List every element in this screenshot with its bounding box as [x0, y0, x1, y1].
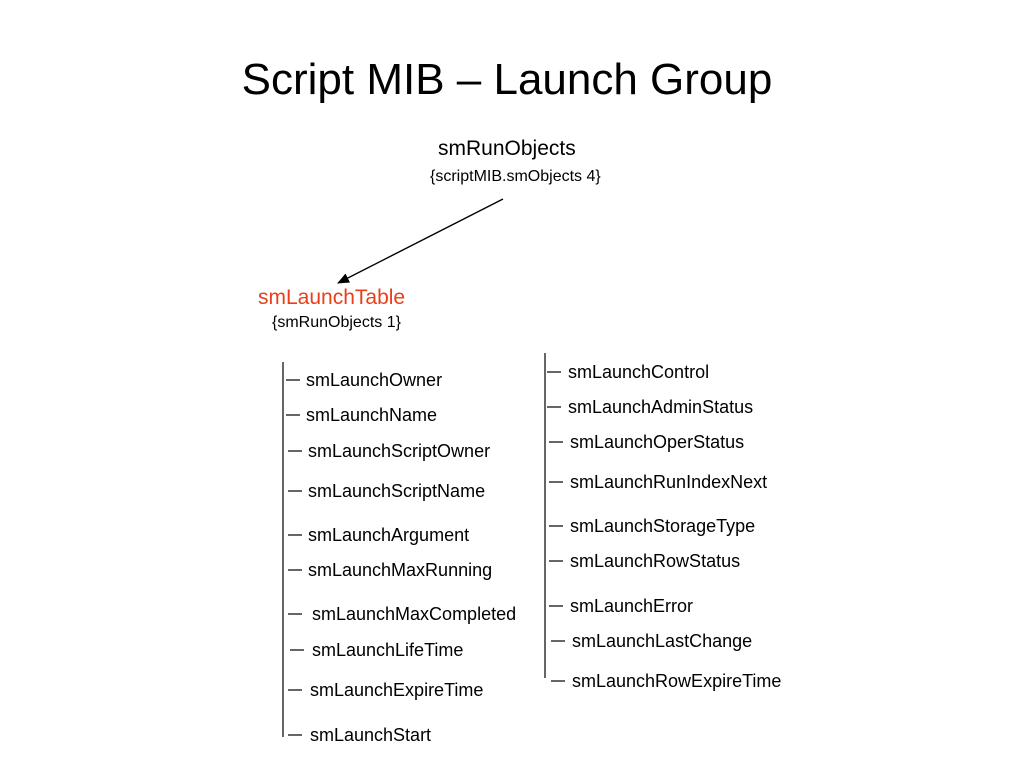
right-column-item: smLaunchRunIndexNext	[570, 472, 768, 492]
left-column-ticks	[286, 379, 304, 736]
left-column-item: smLaunchName	[306, 405, 438, 425]
right-column-ticks	[547, 371, 565, 682]
left-column-item: smLaunchOwner	[306, 370, 443, 390]
left-column-item: smLaunchMaxCompleted	[312, 604, 517, 624]
right-column-item: smLaunchError	[570, 596, 694, 616]
left-column-item: smLaunchScriptOwner	[308, 441, 491, 461]
table-node-oid: {smRunObjects 1}	[272, 314, 401, 331]
table-node-name: smLaunchTable	[258, 286, 406, 309]
root-to-table-arrow	[337, 198, 504, 284]
right-column-item: smLaunchRowStatus	[570, 551, 741, 571]
left-column-item: smLaunchLifeTime	[312, 640, 464, 660]
slide-title: Script MIB – Launch Group	[241, 55, 773, 104]
right-column-item: smLaunchStorageType	[570, 516, 756, 536]
right-column-item: smLaunchOperStatus	[570, 432, 745, 452]
root-node-name: smRunObjects	[438, 137, 576, 160]
left-column-item: smLaunchArgument	[308, 525, 470, 545]
right-column-item: smLaunchAdminStatus	[568, 397, 754, 417]
root-node-oid: {scriptMIB.smObjects 4}	[430, 168, 601, 185]
left-column-item: smLaunchStart	[310, 725, 432, 745]
right-column-item: smLaunchControl	[568, 362, 710, 382]
right-column-item: smLaunchRowExpireTime	[572, 671, 782, 691]
left-column-item: smLaunchScriptName	[308, 481, 486, 501]
right-column-item: smLaunchLastChange	[572, 631, 753, 651]
left-column-item: smLaunchExpireTime	[310, 680, 484, 700]
left-column-item: smLaunchMaxRunning	[308, 560, 493, 580]
